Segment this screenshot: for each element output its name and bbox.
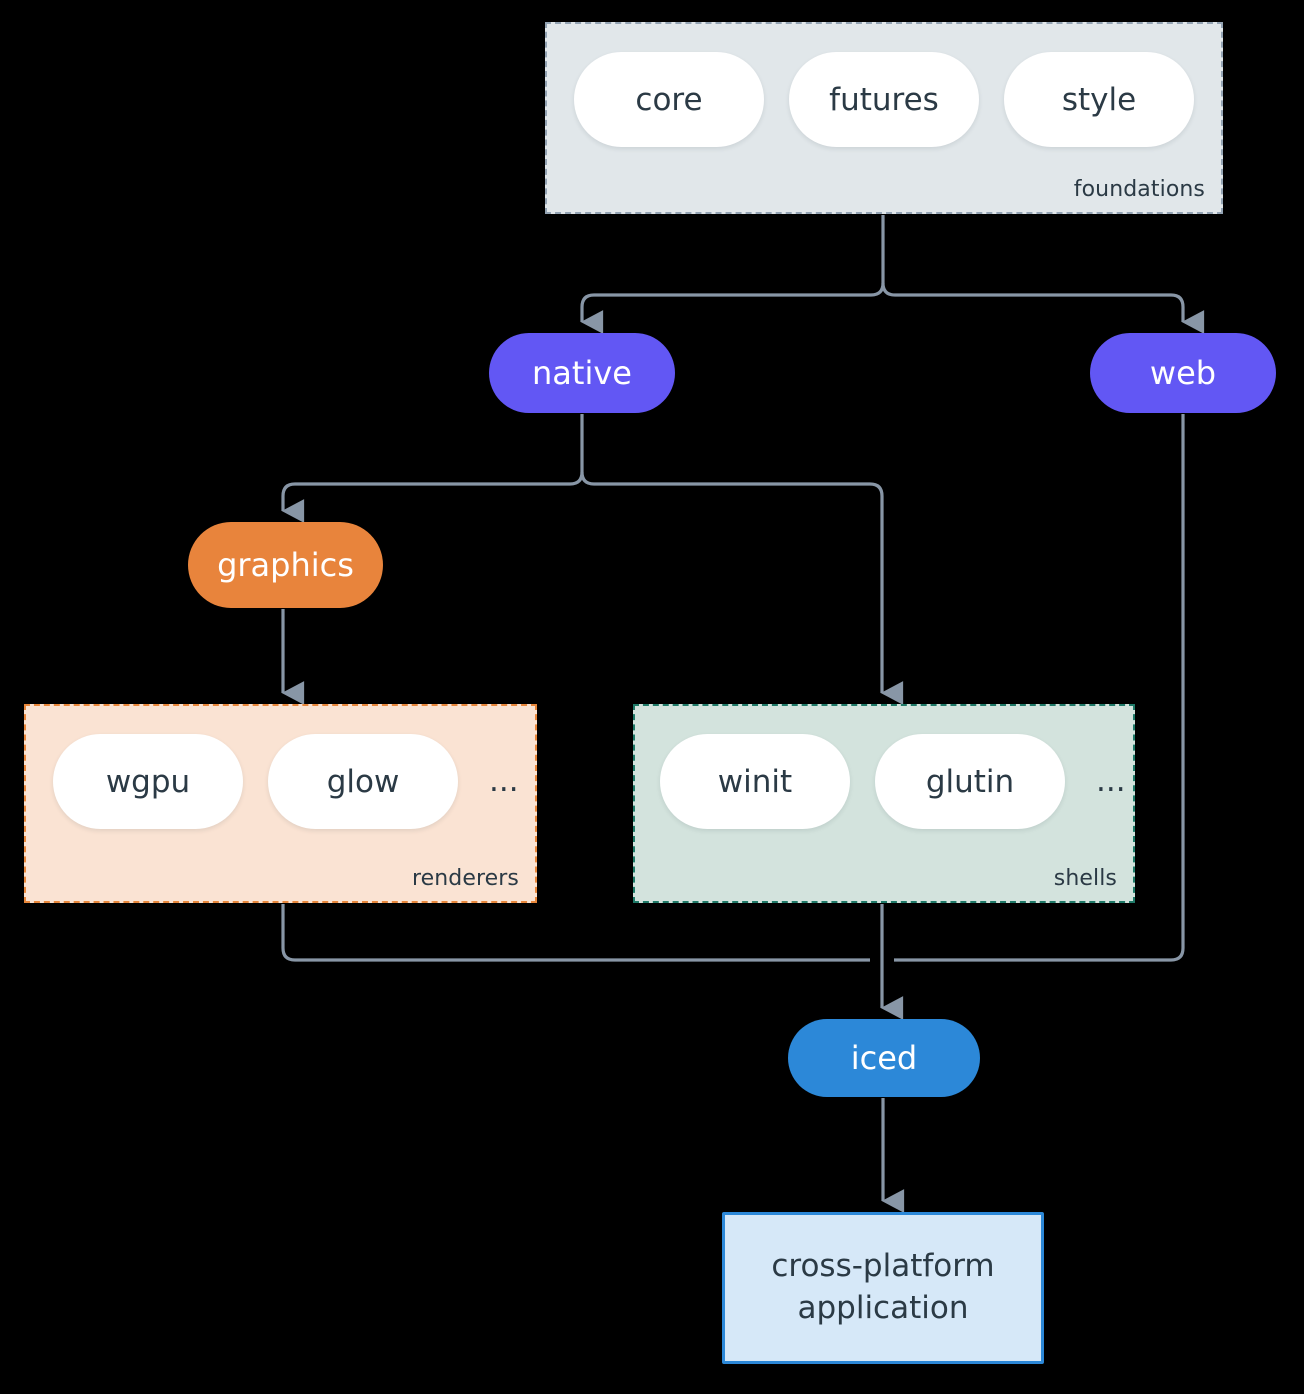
group-renderers: wgpu glow ... renderers bbox=[24, 704, 537, 903]
node-web[interactable]: web bbox=[1090, 333, 1276, 413]
node-native[interactable]: native bbox=[489, 333, 675, 413]
edge-native-shells bbox=[580, 471, 904, 705]
group-foundations: core futures style foundations bbox=[545, 22, 1223, 214]
shells-ellipsis: ... bbox=[1096, 763, 1126, 800]
chip-glutin[interactable]: glutin bbox=[875, 734, 1065, 829]
group-label-renderers: renderers bbox=[411, 866, 519, 891]
chip-style[interactable]: style bbox=[1004, 52, 1194, 147]
application-line-1: cross-platform bbox=[771, 1248, 995, 1285]
node-graphics[interactable]: graphics bbox=[188, 522, 383, 608]
group-label-shells: shells bbox=[1053, 866, 1117, 891]
chip-wgpu[interactable]: wgpu bbox=[53, 734, 243, 829]
node-cross-platform-application[interactable]: cross-platform application bbox=[722, 1212, 1044, 1364]
renderers-chip-row: wgpu glow ... bbox=[26, 706, 535, 829]
edge-foundations-web bbox=[881, 282, 1205, 334]
chip-glow[interactable]: glow bbox=[268, 734, 458, 829]
chip-winit[interactable]: winit bbox=[660, 734, 850, 829]
group-shells: winit glutin ... shells bbox=[633, 704, 1135, 903]
renderers-ellipsis: ... bbox=[489, 763, 519, 800]
foundations-chip-row: core futures style bbox=[547, 24, 1221, 147]
node-iced[interactable]: iced bbox=[788, 1019, 980, 1097]
shells-chip-row: winit glutin ... bbox=[635, 706, 1133, 829]
edge-renderers-iced bbox=[281, 904, 870, 962]
edge-native-graphics bbox=[281, 471, 584, 523]
chip-core[interactable]: core bbox=[574, 52, 764, 147]
edge-web-iced bbox=[894, 414, 1185, 962]
application-line-2: application bbox=[797, 1290, 969, 1326]
group-label-foundations: foundations bbox=[1073, 177, 1205, 202]
application-text: cross-platform application bbox=[771, 1246, 994, 1330]
chip-futures[interactable]: futures bbox=[789, 52, 979, 147]
edge-foundations-native bbox=[580, 282, 885, 334]
